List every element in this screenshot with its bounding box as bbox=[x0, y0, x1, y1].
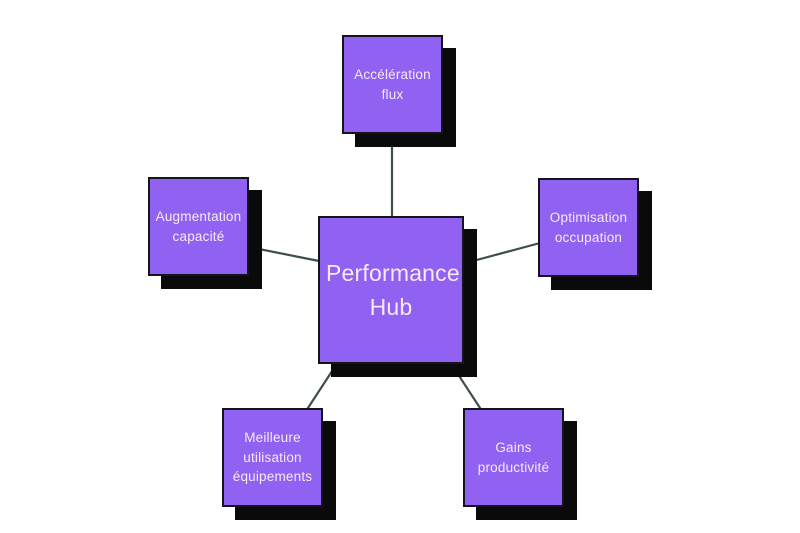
node-optimisation-occupation: Optimisation occupation bbox=[538, 178, 639, 277]
node-gains-productivite: Gains productivité bbox=[463, 408, 564, 507]
node-acceleration-flux-label: Accélération flux bbox=[354, 66, 431, 102]
connector-center-to-left bbox=[243, 244, 325, 264]
node-augmentation-capacite-label: Augmentation capacité bbox=[155, 208, 242, 244]
node-acceleration-flux: Accélération flux bbox=[342, 35, 443, 134]
node-performance-hub: Performance Hub bbox=[318, 216, 464, 364]
connector-center-to-bottom-right bbox=[449, 361, 483, 412]
node-augmentation-capacite: Augmentation capacité bbox=[148, 177, 249, 276]
connector-center-to-right bbox=[457, 241, 541, 267]
node-meilleure-utilisation-equipements-label: Meilleure utilisation équipements bbox=[232, 430, 313, 485]
node-gains-productivite-label: Gains productivité bbox=[477, 439, 550, 475]
connector-center-to-bottom-left bbox=[305, 361, 339, 412]
node-optimisation-occupation-label: Optimisation occupation bbox=[549, 209, 628, 245]
node-meilleure-utilisation-equipements: Meilleure utilisation équipements bbox=[222, 408, 323, 507]
node-performance-hub-label: Performance Hub bbox=[326, 259, 460, 321]
